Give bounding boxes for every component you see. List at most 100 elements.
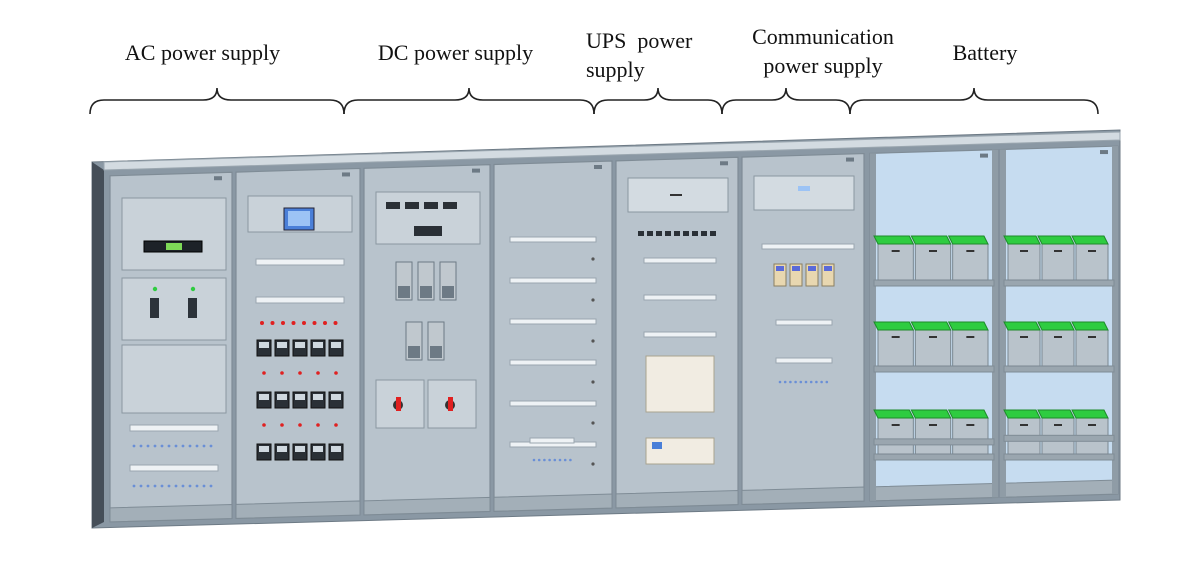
ups-breaker-row [643, 294, 717, 301]
ac-terminal-dot [209, 484, 213, 488]
ac-top-panel [121, 197, 227, 271]
battery-terminal-label [1054, 424, 1062, 426]
ac-terminal-dot [174, 444, 178, 448]
label-line: DC power supply [377, 40, 534, 65]
battery-body [914, 329, 952, 367]
battery-shelf [873, 453, 995, 461]
battery-terminal-label [929, 424, 937, 426]
cabinet-plinth [741, 486, 865, 505]
ac-terminal-dot [195, 444, 199, 448]
battery-top [947, 409, 989, 419]
battery-shelf [1003, 365, 1115, 373]
ac2-meter-face [295, 446, 305, 452]
ac2-red-indicator [312, 321, 317, 325]
ac-breaker-1 [150, 298, 159, 318]
dc2-terminal-strip [509, 359, 597, 366]
ac-terminal-dot [188, 444, 192, 448]
battery-top [1071, 235, 1109, 245]
cabinet-plinth [109, 503, 233, 523]
ac2-red-indicator [280, 371, 284, 375]
battery-top [1037, 235, 1075, 245]
battery-terminal-label [891, 424, 900, 426]
ac2-red-indicator [316, 371, 320, 375]
ac-terminal-dot [146, 444, 150, 448]
comm-display [798, 186, 810, 191]
ac2-red-indicator [334, 423, 338, 427]
label-dc-power-supply: DC power supply [348, 38, 563, 67]
cabinet-plinth [493, 493, 613, 512]
ac-terminal-dot [167, 484, 171, 488]
left-edge [92, 162, 104, 528]
ups-control-panel [645, 355, 715, 413]
ac-terminal-dot [153, 444, 157, 448]
ac2-touchscreen-glass [288, 211, 310, 226]
battery-body [1007, 329, 1041, 367]
ac-terminal-strip [129, 464, 219, 472]
label-line: Communication [752, 24, 894, 49]
ac2-red-indicator [302, 321, 306, 325]
ac-terminal-dot [195, 484, 199, 488]
comm-terminal-dot [794, 380, 797, 384]
dc2-terminal-dot [553, 458, 557, 462]
dc2-screw [591, 380, 595, 384]
dc2-terminal-dot [563, 458, 567, 462]
battery-top [910, 235, 952, 245]
ac2-meter-face [277, 342, 287, 348]
battery-top [873, 409, 915, 419]
battery-top [910, 409, 952, 419]
battery-terminal-label [1020, 336, 1028, 338]
label-battery: Battery [925, 38, 1045, 67]
cabinet-top-latch [472, 168, 480, 173]
comm-module-label [776, 266, 784, 271]
dc-meter [405, 202, 419, 209]
brace-ups [593, 87, 723, 115]
ac2-red-indicator [298, 423, 302, 427]
dc-rectifier-vent [430, 346, 442, 358]
battery-top [1037, 321, 1075, 331]
ac2-meter-face [313, 394, 323, 400]
battery-frame-post [992, 149, 998, 498]
label-communication-power-supply: Communication power supply [738, 22, 908, 80]
ac-terminal-dot [160, 444, 164, 448]
ac2-red-indicator [260, 321, 264, 325]
ups-switch [638, 231, 644, 236]
label-line: AC power supply [124, 40, 281, 65]
top-strip [103, 131, 1121, 171]
ac-breaker-panel [121, 277, 227, 341]
dc2-screw [591, 462, 595, 466]
ac-terminal-dot [132, 484, 136, 488]
cabinet-row [91, 129, 1121, 529]
dc-meter [386, 202, 400, 209]
battery-body [877, 417, 914, 455]
battery-frame-post [870, 153, 876, 501]
comm-terminal-dot [825, 380, 829, 384]
ac2-red-indicator [323, 321, 327, 325]
battery-top [1003, 235, 1041, 245]
comm-terminal-dot [799, 380, 803, 384]
dc-meter [424, 202, 438, 209]
battery-top [910, 321, 952, 331]
dc2-screw [591, 339, 595, 343]
ups-switch [656, 231, 662, 236]
ac-terminal-dot [209, 444, 213, 448]
ac-blank-panel [121, 344, 227, 414]
dc2-terminal-strip [509, 277, 597, 284]
comm-module-label [808, 266, 816, 271]
battery-terminal-label [891, 336, 900, 338]
comm-module-label [792, 266, 800, 271]
ups-breaker-row [643, 257, 717, 264]
ac2-red-indicator [291, 321, 296, 325]
ac2-meter-face [331, 394, 341, 400]
battery-shelf [1003, 453, 1115, 461]
dc-rectifier-vent [398, 286, 410, 298]
battery-terminal-label [1088, 336, 1096, 338]
battery-top [1003, 409, 1041, 419]
battery-frame-post [1000, 149, 1006, 498]
battery-bottom-rail [873, 438, 995, 446]
battery-terminal-label [1054, 336, 1062, 338]
dc2-terminal-dot [569, 458, 572, 462]
battery-body [952, 329, 989, 367]
dc-meter [443, 202, 457, 209]
ups-switch [710, 231, 716, 236]
